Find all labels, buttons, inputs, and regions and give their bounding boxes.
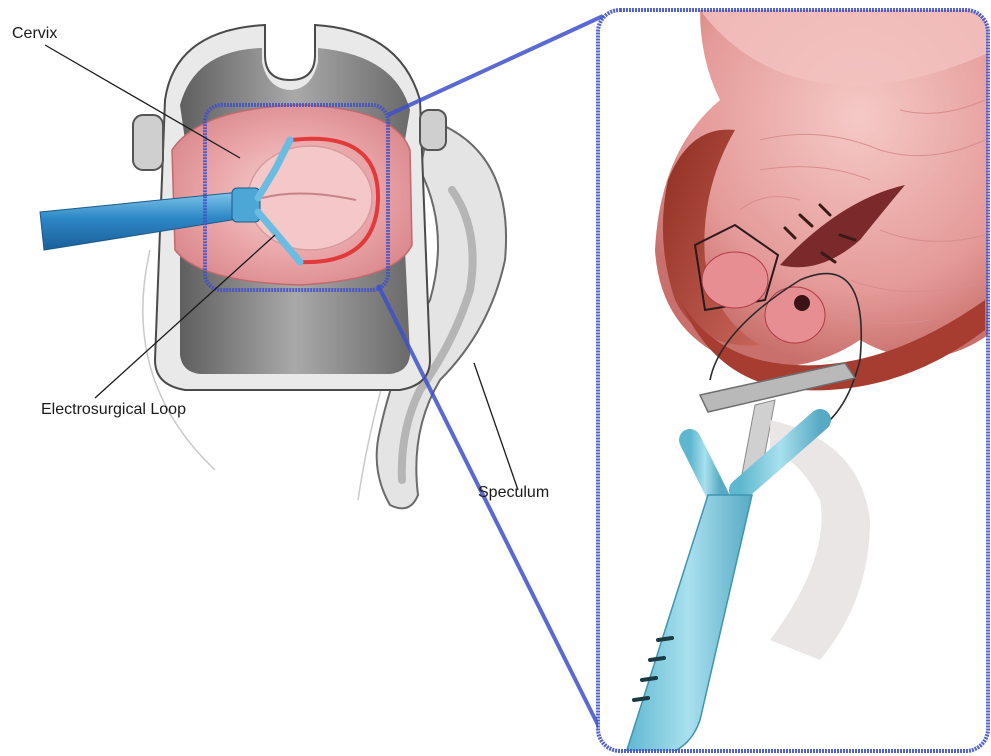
instrument-collar [232,188,260,222]
speculum-knob-right [420,110,446,150]
lesion-right [765,287,825,343]
speculum-knob-left [133,115,163,170]
label-cervix: Cervix [12,25,57,43]
speculum-view [40,25,506,508]
label-electrosurgical-loop: Electrosurgical Loop [41,401,186,419]
cervix-os [248,146,372,250]
lesion-left [702,252,768,308]
lesion-core [794,295,810,311]
zoom-panel [598,10,991,756]
label-speculum: Speculum [478,484,549,502]
